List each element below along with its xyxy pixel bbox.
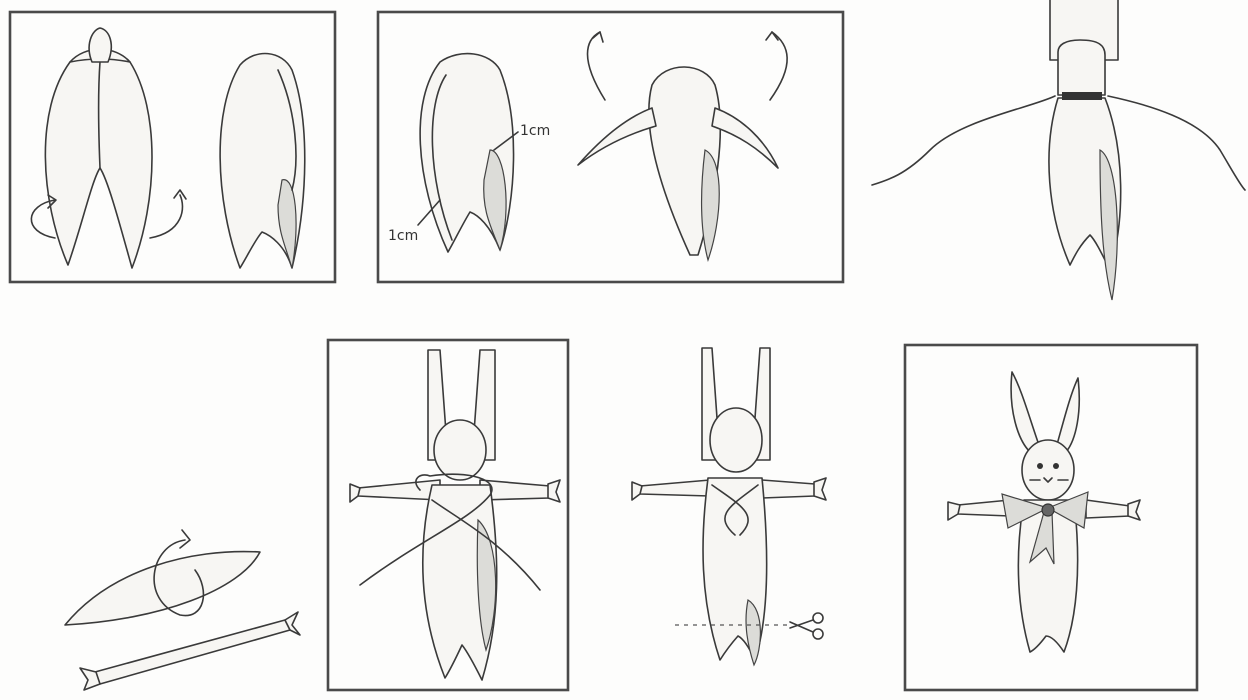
arm-strand-right bbox=[1108, 96, 1245, 190]
hand-left bbox=[948, 502, 960, 520]
measured-leaf bbox=[420, 54, 513, 252]
knot-top bbox=[89, 28, 111, 62]
step-panel-1 bbox=[10, 12, 335, 282]
eye-left bbox=[1037, 463, 1043, 469]
step-roll-arm bbox=[65, 530, 300, 690]
arrow-up-right bbox=[770, 32, 787, 100]
step-tied-figure bbox=[872, 0, 1245, 300]
step-panel-2: 1cm 1cm bbox=[378, 12, 843, 282]
ear-right bbox=[1056, 378, 1079, 452]
leaf-arm-left bbox=[578, 108, 656, 165]
hand-right bbox=[548, 480, 560, 502]
hand-left bbox=[632, 482, 642, 500]
step-panel-7 bbox=[905, 345, 1197, 690]
hand-right bbox=[1128, 500, 1140, 520]
rolled-leaf bbox=[65, 552, 260, 625]
arm-left bbox=[958, 500, 1010, 516]
roll-arrowhead bbox=[180, 530, 190, 548]
scissors-icon bbox=[790, 613, 823, 639]
leaf-bundle-right bbox=[220, 54, 305, 268]
measure-label-left: 1cm bbox=[388, 228, 418, 244]
spread-leaf bbox=[578, 67, 778, 260]
step-cut-bottom bbox=[632, 348, 826, 665]
hand-right bbox=[814, 478, 826, 500]
hand-left bbox=[350, 484, 360, 502]
head bbox=[1058, 40, 1105, 95]
arm-roll bbox=[95, 620, 290, 684]
measure-label-right: 1cm bbox=[520, 123, 550, 139]
bunny-face bbox=[1022, 440, 1074, 500]
head bbox=[434, 420, 486, 480]
arrowhead-up-left bbox=[593, 32, 603, 42]
step-panel-5 bbox=[328, 340, 568, 690]
arm-left bbox=[640, 480, 710, 496]
leaf-bundle-left bbox=[45, 28, 152, 268]
neck-tie bbox=[1062, 92, 1102, 100]
arm-right bbox=[762, 480, 815, 498]
ear-left bbox=[1011, 372, 1040, 452]
leaf-arm-right bbox=[712, 108, 778, 168]
arm-left bbox=[358, 480, 440, 500]
arm-right bbox=[1086, 500, 1130, 518]
arm-strand-left bbox=[872, 96, 1055, 185]
head bbox=[710, 408, 762, 472]
eye-right bbox=[1053, 463, 1059, 469]
arrow-curl-right bbox=[150, 195, 182, 238]
